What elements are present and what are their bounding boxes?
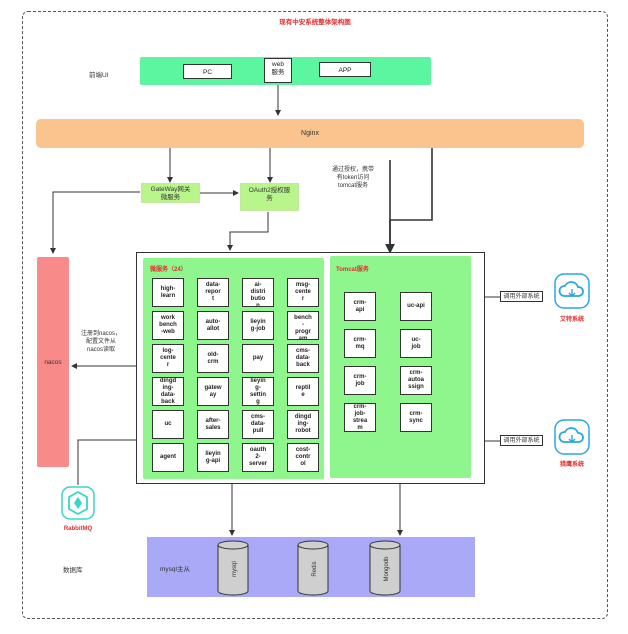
rabbitmq-icon <box>60 485 96 521</box>
database-cluster-label: mysql主从 <box>160 566 190 573</box>
cloud-icon <box>553 418 591 456</box>
database-cylinders: mysql Redis Mongodb <box>214 539 462 597</box>
microservice-box: cms- data- pull <box>242 410 274 439</box>
microservice-box: cms- data- back <box>287 344 319 373</box>
microservice-box: uc <box>152 410 184 439</box>
tomcat-service-box: crm- autoa ssign <box>400 366 432 395</box>
microservice-box: gatew ay <box>197 377 229 406</box>
cloud-icon <box>553 272 591 310</box>
tomcat-service-box: crm- job- strea m <box>344 403 376 432</box>
microservice-box: pay <box>242 344 274 373</box>
microservice-box: work bench -web <box>152 311 184 340</box>
tomcat-title: Tomcat服务 <box>336 267 369 273</box>
diagram-title: 现有中安系统整体架构图 <box>279 19 351 26</box>
pc-box: PC <box>183 64 232 79</box>
microservice-box: high- learn <box>152 278 184 307</box>
tomcat-service-box: uc- job <box>400 329 432 358</box>
microservice-box: reptil e <box>287 377 319 406</box>
microservice-box: old- crm <box>197 344 229 373</box>
nacos-note: 注册到nacos， 配置文件从 nacos读取 <box>80 331 121 353</box>
tomcat-access-note: 通过授权，携带 有token访问 tomcat服务 <box>331 167 374 189</box>
microservices-title: 微服务（24） <box>150 267 187 273</box>
microservice-box: work bench - progr am <box>287 311 319 340</box>
oauth-box: OAuth2授权服 务 <box>240 183 299 211</box>
gateway-box: GateWay网关 微服务 <box>141 183 200 203</box>
tomcat-service-box: crm- sync <box>400 403 432 432</box>
tomcat-service-box: crm- job <box>344 366 376 395</box>
microservices-grid: high- learn data- repor t crm- ai- distri … <box>152 278 322 474</box>
tomcat-service-box: crm- mq <box>344 329 376 358</box>
external-call-label-1: 调用外部系统 <box>500 291 543 302</box>
external-system-name-2: 猎鹰系统 <box>559 462 584 468</box>
external-system-name-1: 艾特系统 <box>559 317 584 323</box>
microservice-box: lieyin g- settin g <box>242 377 274 406</box>
microservice-box: msg- cente r <box>287 278 319 307</box>
web-service-box: web 服务 <box>264 58 292 83</box>
microservice-box: cost- contr ol <box>287 443 319 472</box>
microservice-box: dingd ing- data- back <box>152 377 184 406</box>
microservice-box: log- cente r <box>152 344 184 373</box>
app-box: APP <box>319 62 371 77</box>
microservice-box: after- sales <box>197 410 229 439</box>
nacos-box: nacos <box>37 257 69 467</box>
outer-frame <box>22 11 608 619</box>
microservice-box: crm- ai- distri butio n <box>242 278 274 307</box>
db-mongodb-label: Mongodb <box>384 556 390 582</box>
nginx-box: Nginx <box>36 119 584 148</box>
microservice-box: agent <box>152 443 184 472</box>
tomcat-grid: crm- api uc-api crm- mq uc- job crm- job crm-… <box>344 292 462 472</box>
external-call-label-2: 调用外部系统 <box>500 435 543 446</box>
microservice-box: auto- allot <box>197 311 229 340</box>
microservice-box: data- repor t <box>197 278 229 307</box>
database-layer-label: 数据库 <box>63 567 83 574</box>
tomcat-service-box: uc-api <box>400 292 432 321</box>
microservice-box: oauth 2- server <box>242 443 274 472</box>
microservice-box: lieyin g-api <box>197 443 229 472</box>
db-redis-label: Redis <box>312 561 318 576</box>
frontend-layer-label: 前端UI <box>89 72 109 79</box>
db-mysql-label: mysql <box>232 561 238 577</box>
microservices-panel: 微服务（24） high- learn data- repor t crm- ai-… <box>143 258 324 479</box>
microservice-box: lieyin g-job <box>242 311 274 340</box>
tomcat-service-box: crm- api <box>344 292 376 321</box>
rabbitmq-label: RabbitMQ <box>63 526 93 532</box>
microservice-box: dingd ing- robot <box>287 410 319 439</box>
